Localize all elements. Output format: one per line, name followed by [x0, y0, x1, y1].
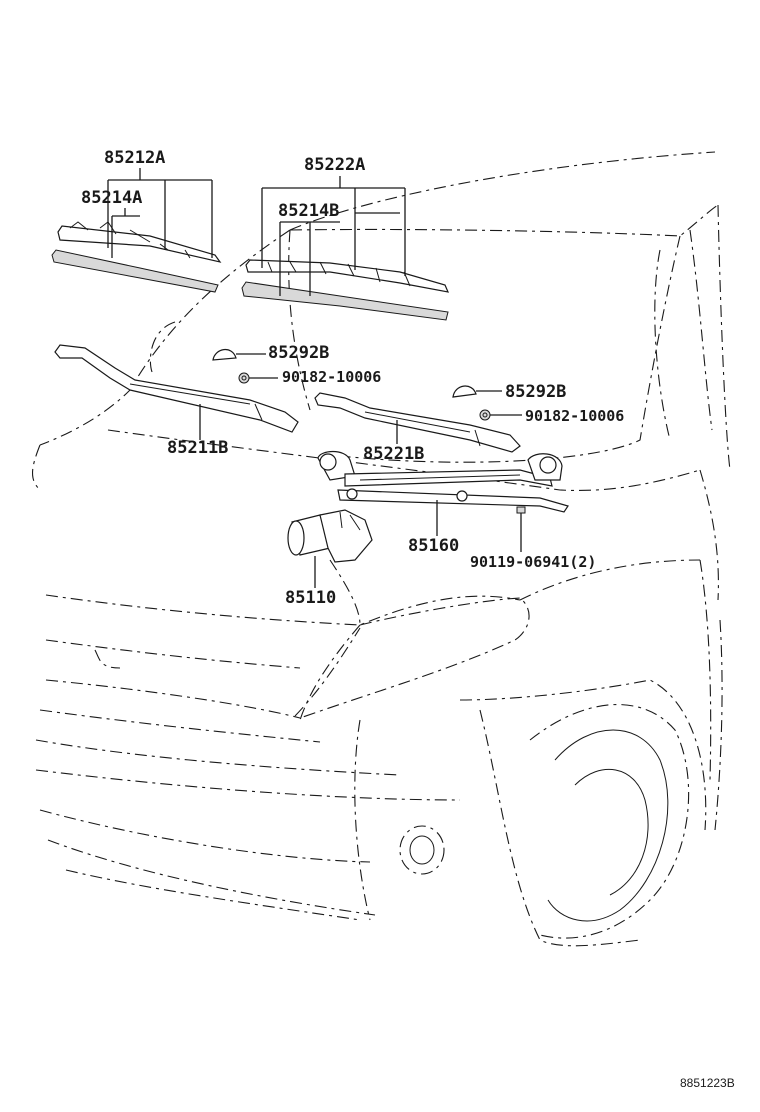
wiper-link-assembly [317, 450, 569, 513]
right-wiper-arm [314, 392, 521, 453]
label-85110: 85110 [285, 588, 337, 608]
right-pivot-cap [452, 385, 477, 398]
label-90182-10006-right: 90182-10006 [525, 407, 625, 425]
label-85292B-right: 85292B [505, 382, 567, 402]
label-85292B-left: 85292B [268, 343, 330, 363]
diagram-reference-code: 8851223B [680, 1076, 735, 1090]
left-wiper-arm [54, 344, 299, 433]
label-85222A: 85222A [304, 155, 366, 175]
label-90119-06941: 90119-06941(2) [470, 553, 597, 571]
wiper-motor [287, 509, 373, 563]
label-85211B: 85211B [167, 438, 229, 458]
label-90182-10006-left: 90182-10006 [282, 368, 382, 386]
label-85221B: 85221B [363, 444, 425, 464]
right-wiper-blade [241, 259, 449, 321]
right-nut [479, 409, 491, 421]
label-85212A: 85212A [104, 148, 166, 168]
label-85214A: 85214A [81, 188, 143, 208]
left-wiper-blade [51, 221, 222, 293]
leader-lines [107, 168, 522, 588]
label-85160: 85160 [408, 536, 460, 556]
left-pivot-cap [212, 349, 237, 361]
bolt [516, 506, 526, 526]
label-85214B: 85214B [278, 201, 340, 221]
left-nut [238, 372, 250, 384]
